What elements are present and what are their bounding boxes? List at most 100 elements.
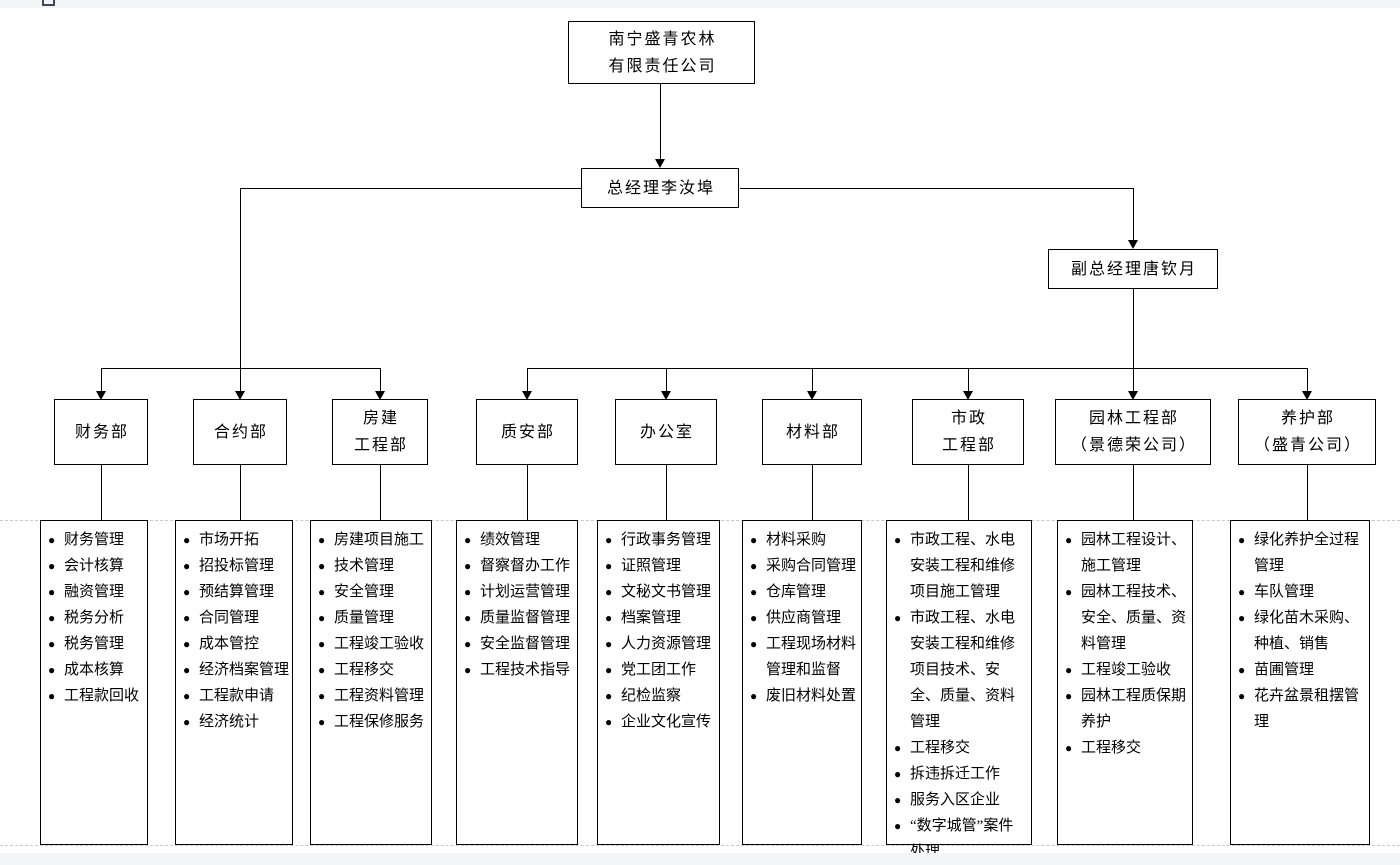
department-name: 房建 [362,410,399,427]
department-name: 质安部 [500,423,555,441]
connector-arrowhead [963,391,973,400]
department-duties-box: ●绩效管理●督察督办工作●计划运营管理●质量监督管理●安全监督管理●工程技术指导 [456,520,578,845]
duty-item: ●工程款回收 [48,683,144,709]
bullet-icon: ● [183,533,191,547]
bullet-icon: ● [605,611,613,625]
duty-item: ●企业文化宣传 [605,709,716,735]
connector-line [527,464,528,520]
duty-text: 绩效管理 [480,532,541,548]
duty-text: 拆违拆迁工作 [910,766,1001,782]
bullet-icon: ● [318,585,326,599]
bullet-icon: ● [318,533,326,547]
bullet-icon: ● [894,793,902,807]
company-box: 南宁盛青农林 有限责任公司 [568,21,755,84]
duty-item: ● 督察督办工作 [464,553,574,579]
connector-line [1133,289,1134,368]
duty-item: ●质量管理 [318,605,428,631]
bullet-icon: ● [1238,689,1246,703]
duty-text: 工程款申请 [199,688,275,704]
bullet-icon: ● [464,533,472,547]
duty-item: ●园林工程质保期养护 [1065,683,1189,735]
duty-item: ●经济统计 [183,709,289,735]
duty-item: ●服务入区企业 [894,787,1028,813]
connector-line [812,368,813,391]
duty-item: ●仓库管理 [750,579,858,605]
duty-text: 企业文化宣传 [621,714,712,730]
duty-item: ● 绩效管理 [464,527,574,553]
duty-item: ●车队管理 [1238,579,1366,605]
bullet-icon: ● [1065,689,1073,703]
bullet-icon: ● [464,559,472,573]
dashed-gridline-bottom [0,845,1400,846]
bullet-icon: ● [318,559,326,573]
connector-line [101,368,102,391]
bullet-icon: ● [605,559,613,573]
bullet-icon: ● [183,637,191,651]
duty-text: 合同管理 [199,610,260,626]
duty-item: ●房建项目施工 [318,527,428,553]
connector-line [240,464,241,520]
bullet-icon: ● [1065,741,1073,755]
duty-text: 市场开拓 [199,532,260,548]
duty-text: 技术管理 [334,558,395,574]
duty-item: ●工程移交 [894,735,1028,761]
connector-arrowhead [661,391,671,400]
bullet-icon: ● [183,663,191,677]
connector-arrowhead [96,391,106,400]
duty-text: 工程移交 [910,740,971,756]
department-box: 园林工程部（景德荣公司） [1055,399,1211,465]
duty-item: ●招投标管理 [183,553,289,579]
duty-item: ●行政事务管理 [605,527,716,553]
department-name: 财务部 [74,423,129,441]
bullet-icon: ● [48,533,56,547]
duty-item: ●融资管理 [48,579,144,605]
duty-text: 税务管理 [64,636,125,652]
duty-text: 苗圃管理 [1254,662,1315,678]
duty-text: 质量管理 [334,610,395,626]
general-manager-box: 总经理李汝埠 [581,168,739,208]
duty-text: 计划运营管理 [480,584,571,600]
department-duties-box: ●房建项目施工●技术管理●安全管理●质量管理●工程竣工验收●工程移交●工程资料管… [310,520,432,845]
duty-text: 督察督办工作 [480,558,571,574]
duty-item: ●园林工程设计、施工管理 [1065,527,1189,579]
connector-line [1307,368,1308,391]
duty-text: 市政工程、水电安装工程和维修项目技术、安全、质量、资料管理 [910,610,1016,730]
duty-text: 工程保修服务 [334,714,425,730]
duty-item: ●会计核算 [48,553,144,579]
connector-line [1307,464,1308,520]
duty-item: ● 纪检监察 [605,683,716,709]
connector-line [380,368,381,391]
duty-item: ●工程现场材料管理和监督 [750,631,858,683]
department-name: 市政 [950,410,987,427]
duty-text: 经济档案管理 [199,662,290,678]
duty-item: ●税务管理 [48,631,144,657]
connector-line [740,188,1133,189]
duty-text: 工程竣工验收 [334,636,425,652]
duty-text: 绿化苗木采购、种植、销售 [1254,610,1360,652]
duty-item: ● 技术管理 [318,553,428,579]
duty-text: 招投标管理 [199,558,275,574]
department-box: 养护部（盛青公司） [1238,399,1376,465]
bullet-icon: ● [605,585,613,599]
duty-text: 成本管控 [199,636,260,652]
bullet-icon: ● [750,559,758,573]
duty-text: 工程移交 [334,662,395,678]
connector-line [968,368,969,391]
duty-text: 工程竣工验收 [1081,662,1172,678]
duty-item: ●绿化养护全过程管理 [1238,527,1366,579]
connector-line [527,368,1308,369]
bullet-icon: ● [48,611,56,625]
duty-item: ●供应商管理 [750,605,858,631]
duty-item: ●采购合同管理 [750,553,858,579]
duty-text: 纪检监察 [621,688,682,704]
duty-item: ●税务分析 [48,605,144,631]
bullet-icon: ● [183,689,191,703]
connector-arrowhead [807,391,817,400]
bullet-icon: ● [318,715,326,729]
duty-item: ●计划运营管理 [464,579,574,605]
department-name: 养护部 [1280,410,1335,427]
bullet-icon: ● [605,689,613,703]
bullet-icon: ● [894,767,902,781]
connector-line [240,368,241,391]
